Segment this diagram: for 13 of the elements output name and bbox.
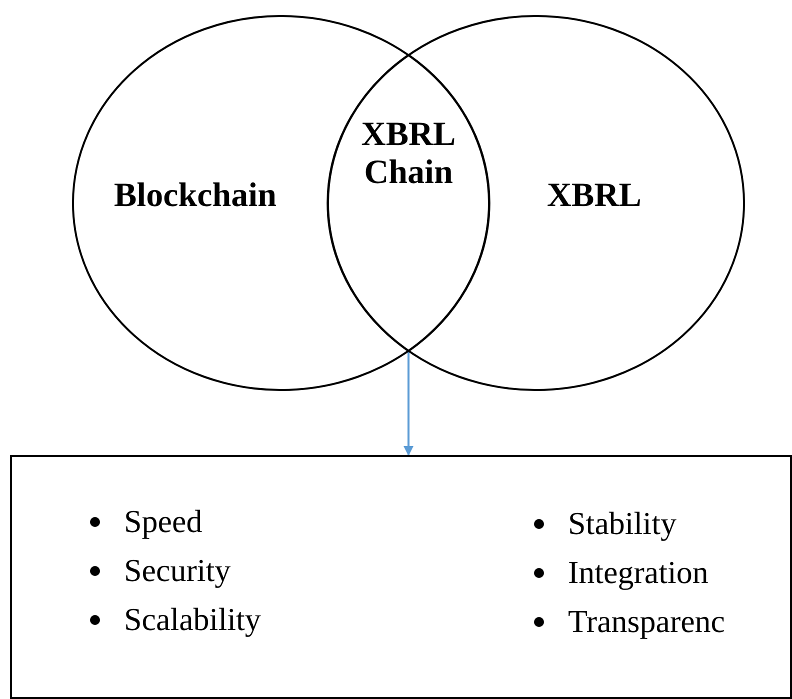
list-item: Transparenc xyxy=(568,603,725,639)
overlap-label: XBRL Chain xyxy=(360,116,457,192)
list-item: Scalability xyxy=(124,601,261,637)
list-item: Stability xyxy=(568,505,676,541)
list-item: Security xyxy=(124,552,231,588)
list-box xyxy=(10,455,792,699)
list-item: Integration xyxy=(568,554,708,590)
venn-circle xyxy=(72,15,490,391)
overlap-region xyxy=(325,52,492,352)
list-item: Speed xyxy=(124,503,202,539)
circle-label: XBRL xyxy=(547,177,642,215)
circle-label: Blockchain xyxy=(114,177,276,215)
venn-circle xyxy=(327,15,745,391)
